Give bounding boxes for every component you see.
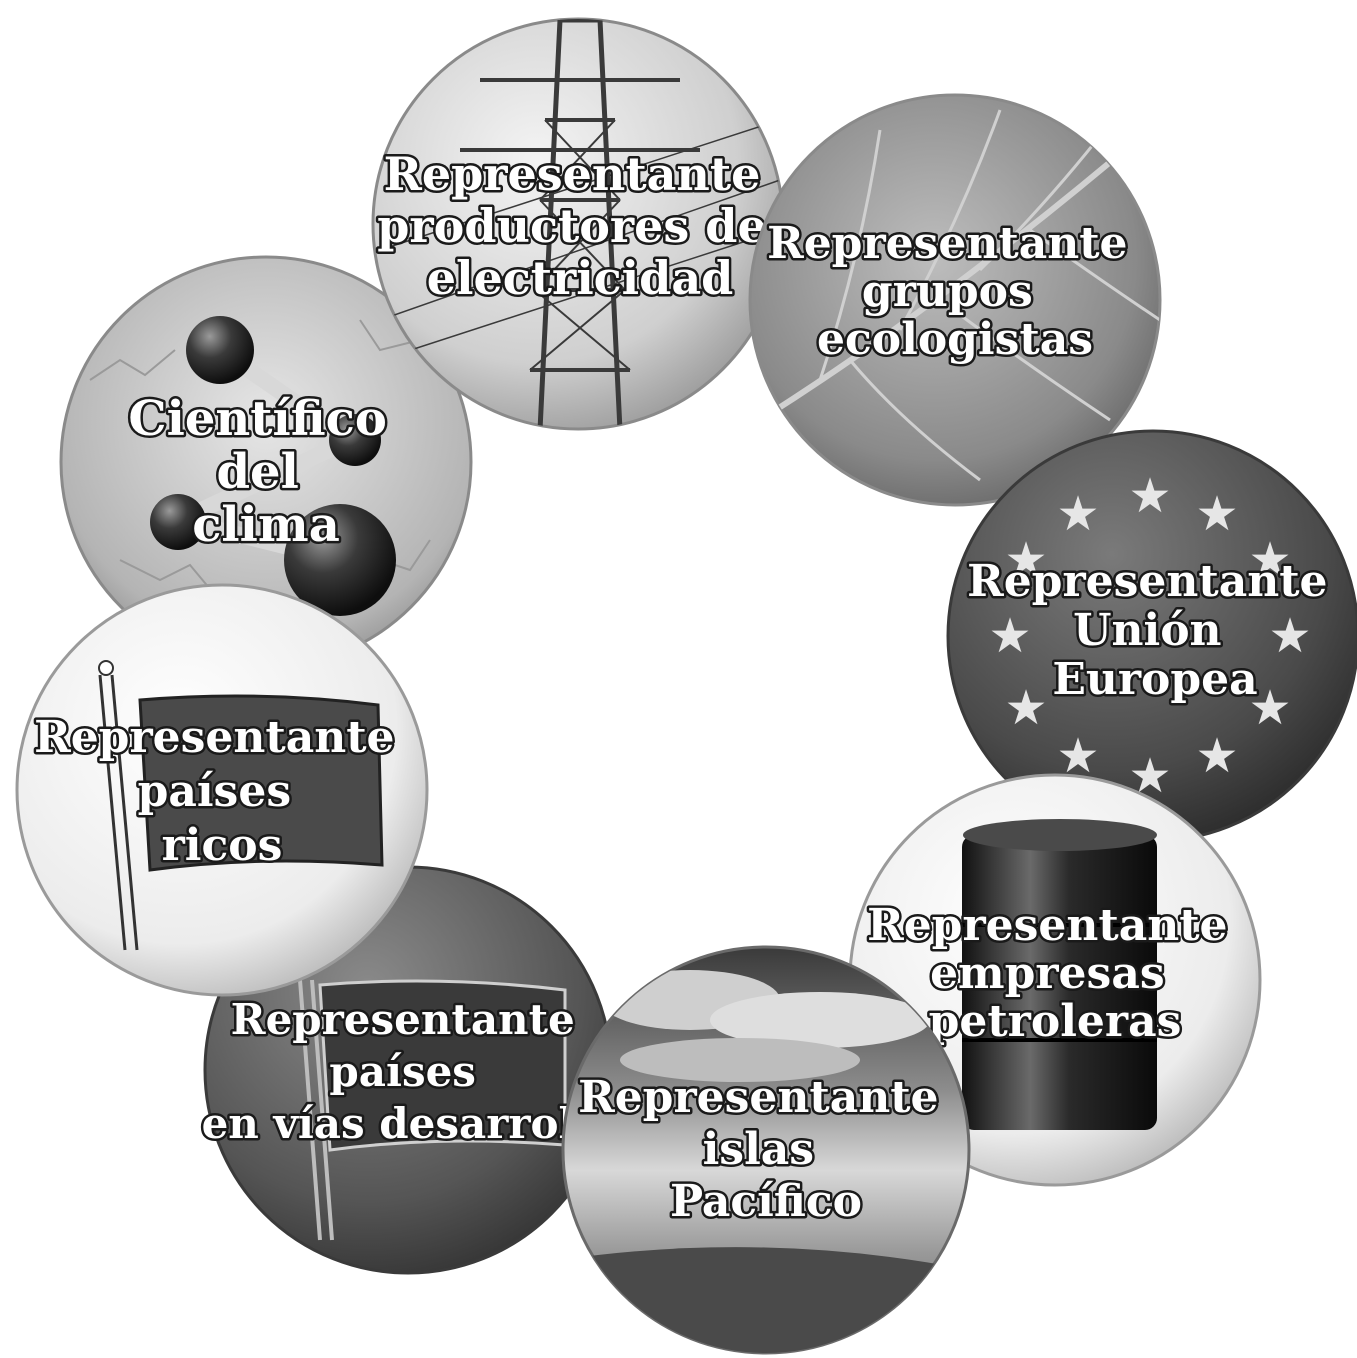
circle-label-line: productores de xyxy=(377,199,766,253)
svg-text:★: ★ xyxy=(1056,486,1099,542)
circle-label-line: Científico xyxy=(128,391,386,447)
circle-paises-ricos: Representante países ricos xyxy=(17,585,427,995)
circle-label-line: del xyxy=(216,444,298,500)
svg-text:★: ★ xyxy=(1268,608,1311,664)
circle-label-line: empresas xyxy=(930,948,1165,999)
circle-label-line: en vías desarrollo xyxy=(202,1099,619,1148)
circle-label-line: Europea xyxy=(1052,654,1257,705)
circle-label-line: Representante xyxy=(767,218,1127,269)
circle-label-line: países xyxy=(329,1047,476,1096)
circle-label-line: clima xyxy=(192,497,340,553)
circle-label-line: petroleras xyxy=(929,996,1182,1047)
circle-label-line: Representante xyxy=(384,147,761,201)
svg-text:Representante productore: Representante productores de electricida… xyxy=(377,147,783,305)
circle-label-line: Representante xyxy=(578,1072,938,1123)
svg-text:★: ★ xyxy=(1195,486,1238,542)
svg-text:★: ★ xyxy=(1004,680,1047,736)
circle-label-line: Pacífico xyxy=(670,1176,862,1227)
circle-label-line: Representante xyxy=(231,995,575,1044)
circle-label-line: grupos xyxy=(862,266,1033,317)
circle-label-line: Representante xyxy=(867,900,1227,951)
circle-islas-pacifico: Representante islas Pacífico xyxy=(560,947,970,1358)
circle-label-line: Unión xyxy=(1073,605,1221,656)
svg-text:★: ★ xyxy=(1195,728,1238,784)
circle-label-line: ricos xyxy=(162,820,283,871)
circle-label-line: Representante xyxy=(34,712,394,763)
circle-label-line: países xyxy=(138,766,292,817)
circle-label-line: ecologistas xyxy=(817,314,1093,365)
svg-text:★: ★ xyxy=(988,608,1031,664)
circle-label-line: Representante xyxy=(967,556,1327,607)
circle-label-line: electricidad xyxy=(427,251,734,305)
circle-productores-electricidad: Representante productores de electricida… xyxy=(373,19,783,430)
svg-text:★: ★ xyxy=(1128,468,1171,524)
circle-label-line: islas xyxy=(703,1124,814,1175)
